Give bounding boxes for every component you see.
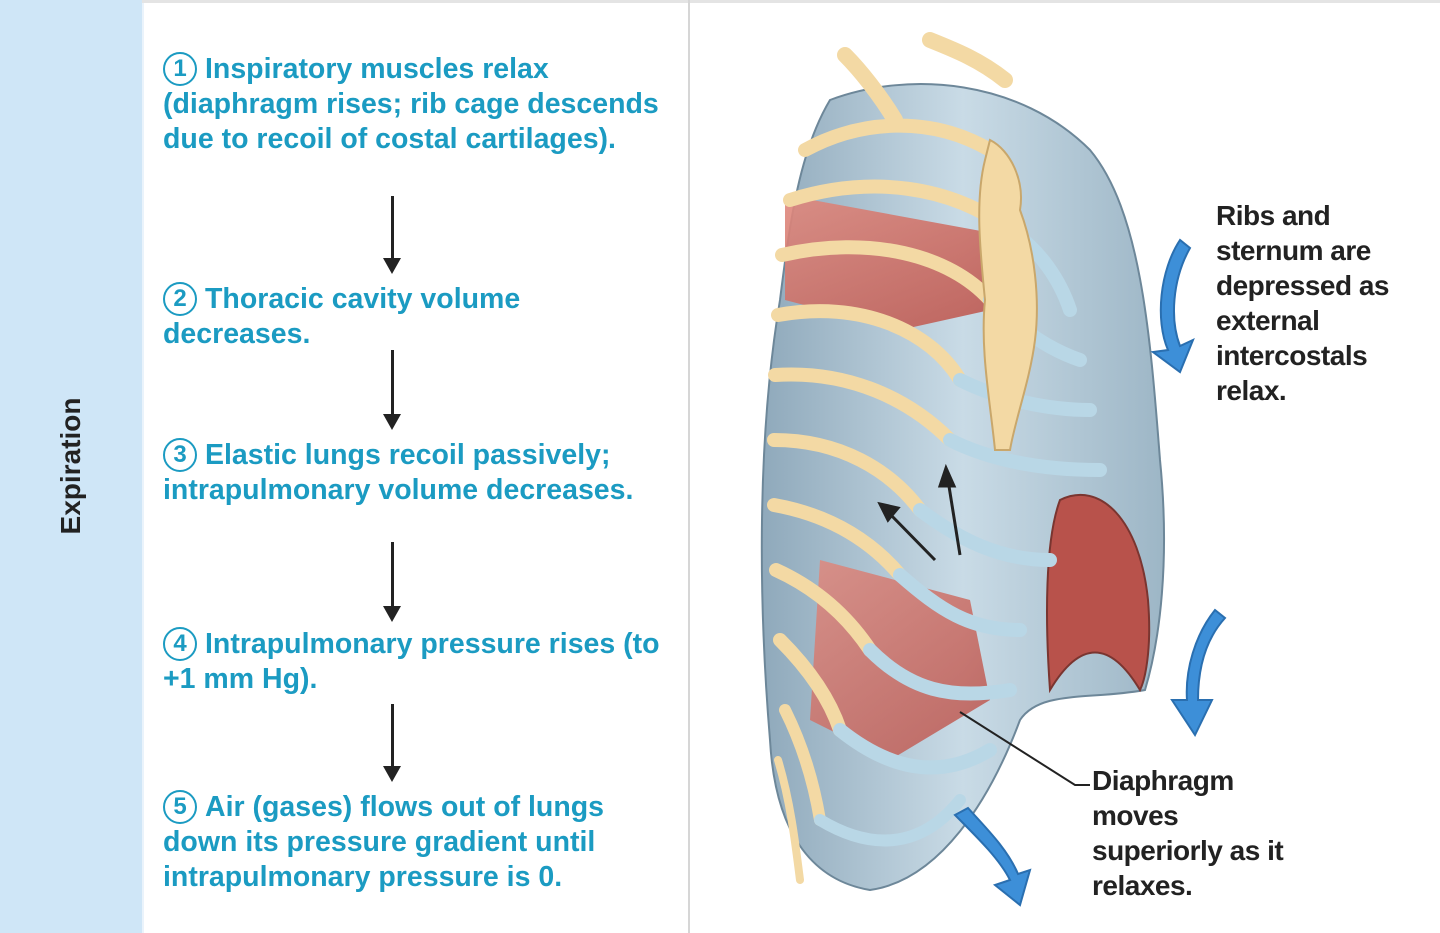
step-2-number: 2 xyxy=(163,282,197,316)
diaphragm-leader-line xyxy=(959,711,1090,786)
rib-cage-illustration xyxy=(760,32,1227,907)
ribs-annotation: Ribs and sternum are depressed as extern… xyxy=(1216,200,1390,406)
flow-arrow-2 xyxy=(381,350,403,430)
step-5-number: 5 xyxy=(163,790,197,824)
sternum xyxy=(978,138,1038,451)
step-4-number: 4 xyxy=(163,627,197,661)
diaphragm-up-arrow-icon xyxy=(1170,608,1227,738)
panel-divider xyxy=(688,0,690,933)
step-3-text: Elastic lungs recoil passively; intrapul… xyxy=(163,439,634,506)
step-4-text: Intrapulmonary pressure rises (to +1 mm … xyxy=(163,628,660,695)
step-5-text: Air (gases) flows out of lungs down its … xyxy=(163,791,605,893)
top-bone-right xyxy=(922,32,1013,88)
diaphragm xyxy=(1046,494,1151,694)
step-2-text: Thoracic cavity volume decreases. xyxy=(163,283,521,350)
top-bone-left xyxy=(837,47,903,128)
ribs-down-arrow-icon xyxy=(1150,238,1195,374)
flow-arrow-3 xyxy=(381,542,403,622)
sidebar: Expiration xyxy=(0,0,144,933)
diaphragm-annotation: Diaphragm moves superiorly as it relaxes… xyxy=(1092,765,1284,901)
flow-arrow-1 xyxy=(381,196,403,274)
flow-arrow-4 xyxy=(381,704,403,782)
top-border xyxy=(142,0,1440,3)
recoil-arrows xyxy=(877,463,962,562)
intercostal-muscle-upper xyxy=(785,195,1035,330)
step-3-number: 3 xyxy=(163,438,197,472)
sidebar-label: Expiration xyxy=(55,397,86,535)
step-1-text: Inspiratory muscles relax (diaphragm ris… xyxy=(163,53,659,155)
step-1-number: 1 xyxy=(163,52,197,86)
base-down-arrow-icon xyxy=(953,806,1032,907)
